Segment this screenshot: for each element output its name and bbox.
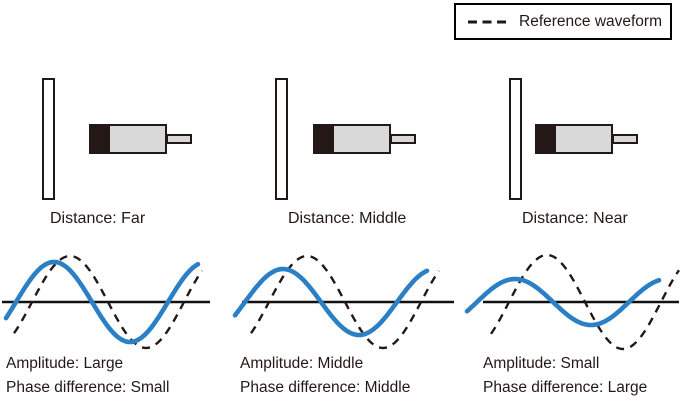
legend-box: Reference waveform xyxy=(454,3,672,40)
amplitude-label: Amplitude: Small xyxy=(483,355,600,372)
sensor-body xyxy=(535,124,613,154)
column-far: Distance: Far Amplitude: Large Phase dif… xyxy=(0,0,227,413)
waveform-plot xyxy=(2,254,210,350)
distance-label: Distance: Near xyxy=(522,210,628,227)
legend-label: Reference waveform xyxy=(519,12,663,30)
target-plate xyxy=(42,78,55,200)
sensor-cable-stub xyxy=(612,134,638,144)
target-plate xyxy=(509,78,522,200)
distance-label: Distance: Middle xyxy=(288,210,407,227)
sensor-body xyxy=(89,124,167,154)
distance-label: Distance: Far xyxy=(50,210,146,227)
sensor-face xyxy=(91,126,110,152)
phase-difference-label: Phase difference: Small xyxy=(6,378,170,396)
column-middle: Distance: Middle Amplitude: Middle Phase… xyxy=(227,0,454,413)
sensor-face xyxy=(315,126,334,152)
sensor-cable-stub xyxy=(166,134,192,144)
waveform-caption: Amplitude: Large Phase difference: Small xyxy=(6,352,169,399)
amplitude-label: Amplitude: Large xyxy=(6,355,124,372)
phase-difference-label: Phase difference: Middle xyxy=(240,378,411,396)
waveform-caption: Amplitude: Middle Phase difference: Midd… xyxy=(240,352,410,399)
waveform-caption: Amplitude: Small Phase difference: Large xyxy=(483,352,647,399)
waveform-plot xyxy=(464,253,680,351)
sensor-cable-stub xyxy=(390,134,416,144)
column-near: Distance: Near Amplitude: Small Phase di… xyxy=(453,0,680,413)
waveform-plot xyxy=(232,254,454,350)
sensor-face xyxy=(537,126,556,152)
dashed-line-icon xyxy=(468,20,510,23)
phase-difference-label: Phase difference: Large xyxy=(483,378,648,396)
sensor-body xyxy=(313,124,391,154)
amplitude-label: Amplitude: Middle xyxy=(240,355,364,372)
target-plate xyxy=(275,78,288,200)
